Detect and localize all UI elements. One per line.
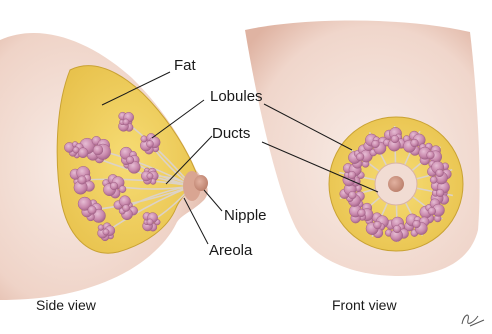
lobule (427, 151, 435, 159)
lobule (348, 171, 356, 179)
lobule (358, 209, 366, 217)
lobule (413, 220, 421, 228)
label-ducts: Ducts (212, 126, 250, 141)
leader-nipple (204, 190, 222, 211)
lobule (391, 135, 399, 143)
lobule (356, 153, 364, 161)
lobule (123, 205, 130, 212)
side-view-nipple (194, 175, 208, 191)
lobule (147, 141, 154, 148)
lobule (349, 191, 357, 199)
lobule (119, 186, 126, 193)
lobule (436, 169, 444, 177)
lobule (126, 156, 134, 164)
label-lobules: Lobules (210, 89, 263, 104)
label-areola: Areola (209, 243, 252, 258)
caption-side-view: Side view (36, 298, 96, 312)
lobule (78, 176, 86, 184)
lobule (372, 140, 380, 148)
artist-signature-mark (462, 315, 484, 326)
lobule (436, 189, 444, 197)
lobule (147, 173, 153, 179)
lobule (428, 207, 436, 215)
label-nipple: Nipple (224, 208, 267, 223)
lobule-cluster (118, 112, 133, 131)
lobule (374, 221, 382, 229)
caption-front-view: Front view (332, 298, 397, 312)
label-fat: Fat (174, 58, 196, 73)
lobule (430, 176, 437, 183)
lobule (411, 139, 419, 147)
lobule (78, 148, 88, 158)
lobule (141, 136, 147, 142)
lobule (88, 206, 96, 214)
lobule (110, 182, 118, 190)
lobule (103, 229, 109, 235)
lobule (123, 119, 129, 125)
front-view-nipple (388, 176, 404, 192)
lobule (73, 147, 79, 153)
lobule (93, 145, 103, 155)
lobule (393, 225, 401, 233)
lobule (147, 219, 153, 225)
front-view-illustration (245, 21, 480, 277)
